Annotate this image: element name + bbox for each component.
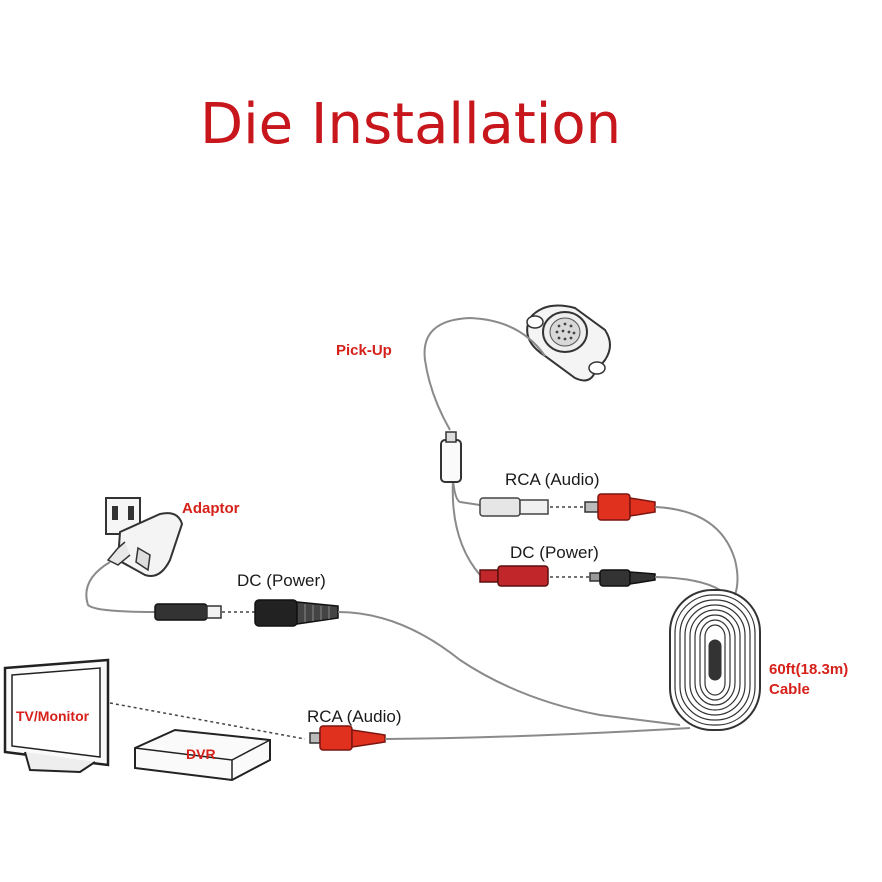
rca-top-cable bbox=[654, 506, 739, 596]
rca-audio-top-label: RCA (Audio) bbox=[505, 470, 600, 489]
dc-power-left-connectors bbox=[154, 599, 339, 627]
tv-monitor-label: TV/Monitor bbox=[16, 708, 90, 724]
tv-monitor-icon bbox=[3, 658, 110, 774]
page-title: Die Installation bbox=[200, 92, 622, 157]
dvr-label: DVR bbox=[186, 746, 216, 762]
pickup-label: Pick-Up bbox=[336, 342, 392, 359]
adaptor-cable bbox=[85, 561, 156, 613]
inline-module-icon bbox=[440, 431, 462, 483]
rca-audio-top-connectors bbox=[479, 493, 656, 521]
pickup-microphone-icon bbox=[526, 304, 611, 382]
cable-label: Cable bbox=[769, 681, 810, 698]
rca-bottom-cable bbox=[384, 727, 691, 740]
dc-power-top-connectors bbox=[479, 565, 656, 587]
adaptor-label: Adaptor bbox=[182, 500, 240, 517]
dc-top-cable bbox=[654, 576, 721, 591]
dc-power-top-label: DC (Power) bbox=[510, 543, 599, 562]
cable-length-label: 60ft(18.3m) bbox=[769, 661, 849, 678]
cable-reel-icon bbox=[669, 589, 761, 731]
pickup-cable bbox=[423, 316, 546, 576]
rca-audio-bottom-label: RCA (Audio) bbox=[307, 707, 402, 726]
power-adaptor-icon bbox=[105, 497, 184, 577]
dc-left-cable bbox=[337, 611, 681, 726]
rca-audio-bottom-connector bbox=[309, 725, 386, 751]
dc-power-left-label: DC (Power) bbox=[237, 571, 326, 590]
dvr-icon bbox=[134, 728, 271, 782]
